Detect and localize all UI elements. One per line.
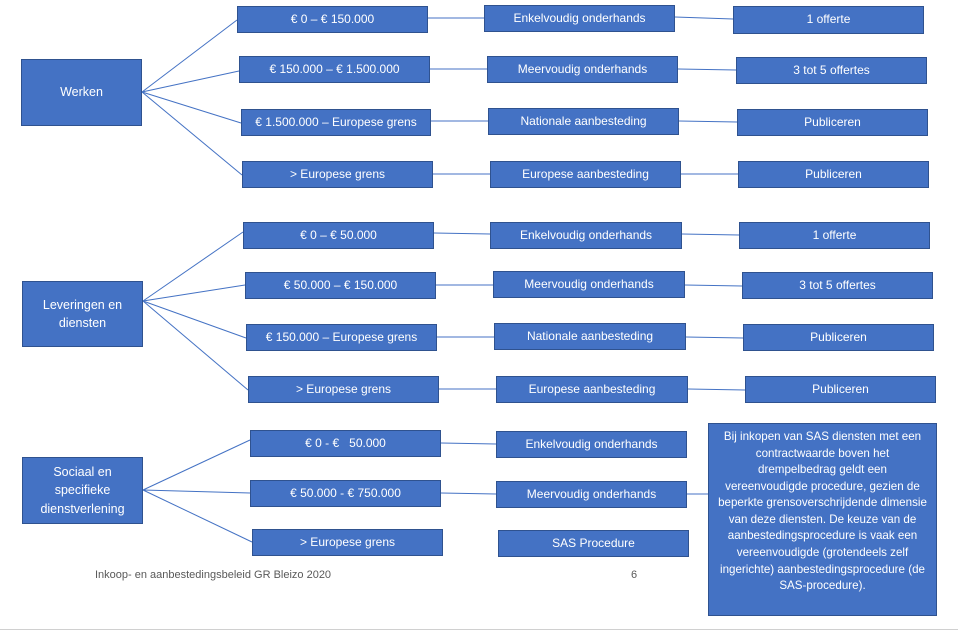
procedure-label: Europese aanbesteding	[528, 381, 656, 396]
procedure-label: Enkelvoudig onderhands	[525, 436, 658, 451]
procedure-box: Nationale aanbesteding	[488, 108, 679, 135]
procedure-label: Nationale aanbesteding	[526, 328, 654, 343]
procedure-label: Nationale aanbesteding	[520, 113, 647, 128]
range-box: € 0 - € 50.000	[250, 430, 441, 457]
procedure-box: Europese aanbesteding	[496, 376, 688, 403]
result-label: Publiceren	[805, 166, 862, 181]
page-number: 6	[631, 569, 638, 581]
procedure-label: Enkelvoudig onderhands	[519, 227, 653, 242]
procedure-label: Meervoudig onderhands	[517, 61, 648, 76]
range-label: € 150.000 – € 1.500.000	[269, 61, 400, 76]
root-label: Leveringen en diensten	[42, 297, 123, 330]
page-divider	[0, 629, 958, 630]
range-box: € 0 – € 150.000	[237, 6, 428, 33]
range-label: € 0 - € 50.000	[305, 435, 386, 450]
footer-title: Inkoop- en aanbestedingsbeleid GR Bleizo…	[95, 569, 332, 581]
range-label: € 50.000 – € 150.000	[283, 277, 398, 292]
result-box: 3 tot 5 offertes	[736, 57, 927, 84]
procedure-box: Meervoudig onderhands	[493, 271, 685, 298]
root-sociaal-en-specifieke-dienstverlening: Sociaal en specifieke dienstverlening	[22, 457, 143, 524]
root-leveringen-en-diensten: Leveringen en diensten	[22, 281, 143, 347]
procedure-box: Enkelvoudig onderhands	[484, 5, 675, 32]
root-label: Werken	[60, 85, 103, 100]
procedure-box: Enkelvoudig onderhands	[490, 222, 682, 249]
result-label: 1 offerte	[806, 12, 851, 27]
range-label: > Europese grens	[295, 381, 392, 396]
result-box: Publiceren	[738, 161, 929, 188]
procedure-box: Enkelvoudig onderhands	[496, 431, 687, 458]
range-label: > Europese grens	[299, 534, 396, 549]
result-box: Publiceren	[743, 324, 934, 351]
range-box: € 1.500.000 – Europese grens	[241, 109, 431, 136]
root-werken: Werken	[21, 59, 142, 126]
procedure-box: Meervoudig onderhands	[487, 56, 678, 83]
range-box: € 0 – € 50.000	[243, 222, 434, 249]
range-box: € 150.000 – € 1.500.000	[239, 56, 430, 83]
range-label: € 0 – € 50.000	[300, 227, 377, 242]
result-box: Publiceren	[737, 109, 928, 136]
range-box: € 150.000 – Europese grens	[246, 324, 437, 351]
procedure-label: Europese aanbesteding	[522, 166, 649, 181]
result-label: Publiceren	[812, 381, 869, 396]
range-label: € 150.000 – Europese grens	[265, 329, 418, 344]
range-box: > Europese grens	[242, 161, 433, 188]
root-label: Sociaal en specifieke dienstverlening	[40, 465, 125, 516]
result-label: 3 tot 5 offertes	[793, 62, 870, 77]
procedure-label: SAS Procedure	[552, 535, 635, 550]
sas-note-text: Bij inkopen van SAS diensten met een con…	[718, 430, 927, 593]
procedure-box: Nationale aanbesteding	[494, 323, 686, 350]
result-label: Publiceren	[804, 114, 861, 129]
range-box: > Europese grens	[252, 529, 443, 556]
procedure-label: Enkelvoudig onderhands	[513, 10, 646, 25]
result-box: Publiceren	[745, 376, 936, 403]
range-label: € 0 – € 150.000	[290, 11, 375, 26]
result-label: Publiceren	[810, 329, 867, 344]
result-box: 3 tot 5 offertes	[742, 272, 933, 299]
range-label: € 50.000 - € 750.000	[290, 485, 401, 500]
result-label: 3 tot 5 offertes	[799, 277, 876, 292]
range-label: > Europese grens	[289, 166, 386, 181]
result-box: 1 offerte	[733, 6, 924, 34]
procedure-box: Europese aanbesteding	[490, 161, 681, 188]
range-box: € 50.000 – € 150.000	[245, 272, 436, 299]
procedure-box: SAS Procedure	[498, 530, 689, 557]
range-label: € 1.500.000 – Europese grens	[255, 114, 417, 129]
range-box: € 50.000 - € 750.000	[250, 480, 441, 507]
range-box: > Europese grens	[248, 376, 439, 403]
procedure-label: Meervoudig onderhands	[526, 486, 657, 501]
sas-note-box: Bij inkopen van SAS diensten met een con…	[708, 423, 937, 616]
result-label: 1 offerte	[812, 227, 857, 242]
result-box: 1 offerte	[739, 222, 930, 249]
procedure-label: Meervoudig onderhands	[524, 276, 654, 291]
procedure-box: Meervoudig onderhands	[496, 481, 687, 508]
